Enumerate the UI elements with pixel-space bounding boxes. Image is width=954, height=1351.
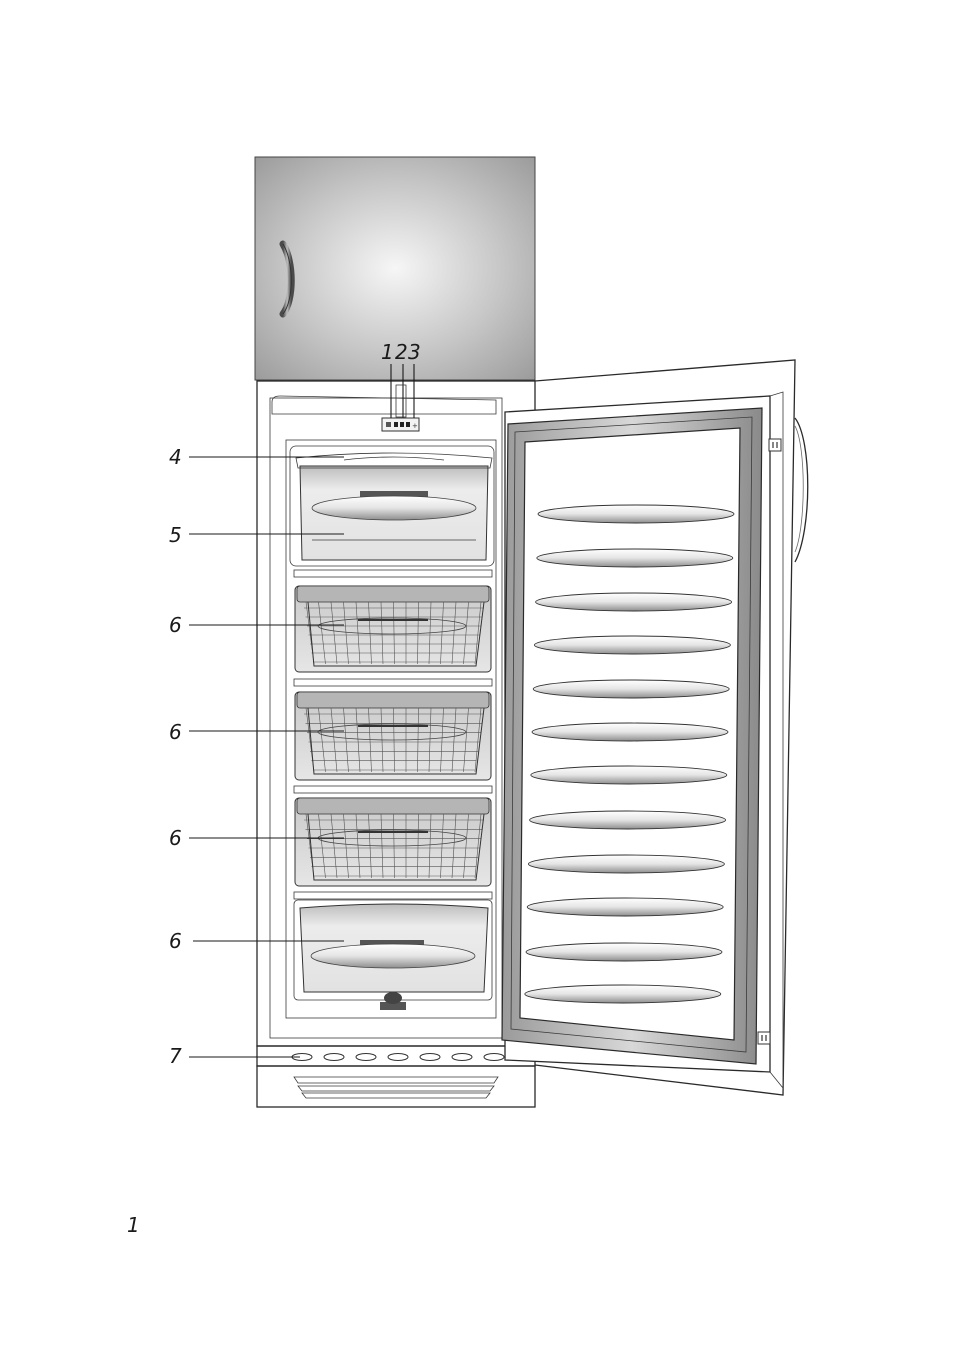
basket bbox=[295, 692, 491, 780]
open-door bbox=[502, 360, 808, 1095]
basket bbox=[295, 798, 491, 886]
door-shelf bbox=[537, 549, 733, 567]
top-compartment bbox=[290, 446, 494, 566]
door-shelf bbox=[538, 505, 734, 523]
callout-label-6d: 6 bbox=[169, 929, 182, 953]
plinth bbox=[257, 1046, 535, 1107]
callout-label-5: 5 bbox=[169, 523, 182, 547]
callout-label-2: 2 bbox=[395, 340, 408, 364]
vent-oval bbox=[420, 1054, 440, 1061]
door-shelf bbox=[534, 636, 730, 654]
callout-label-4: 4 bbox=[169, 445, 182, 469]
door-shelf bbox=[527, 898, 723, 916]
svg-text:+: + bbox=[412, 422, 418, 430]
callout-label-7: 7 bbox=[169, 1044, 182, 1068]
door-handle bbox=[795, 418, 808, 562]
baskets-group bbox=[295, 586, 491, 886]
door-shelf bbox=[532, 723, 728, 741]
callout-label-3: 3 bbox=[408, 340, 421, 364]
callout-label-6a: 6 bbox=[169, 613, 182, 637]
vent-oval bbox=[356, 1054, 376, 1061]
door-shelf bbox=[531, 766, 727, 784]
vent-oval bbox=[484, 1054, 504, 1061]
door-shelf bbox=[526, 943, 722, 961]
door-shelf bbox=[536, 593, 732, 611]
vent-oval bbox=[388, 1054, 408, 1061]
bottom-drawer bbox=[294, 900, 492, 1010]
vent-oval bbox=[452, 1054, 472, 1061]
callout-label-6b: 6 bbox=[169, 720, 182, 744]
vent-oval bbox=[324, 1054, 344, 1061]
door-shelf bbox=[530, 811, 726, 829]
callout-label-1: 1 bbox=[381, 340, 394, 364]
callout-label-6c: 6 bbox=[169, 826, 182, 850]
page-number: 1 bbox=[127, 1213, 140, 1237]
door-shelf bbox=[525, 985, 721, 1003]
door-shelf bbox=[528, 855, 724, 873]
door-shelf bbox=[533, 680, 729, 698]
basket bbox=[295, 586, 491, 672]
